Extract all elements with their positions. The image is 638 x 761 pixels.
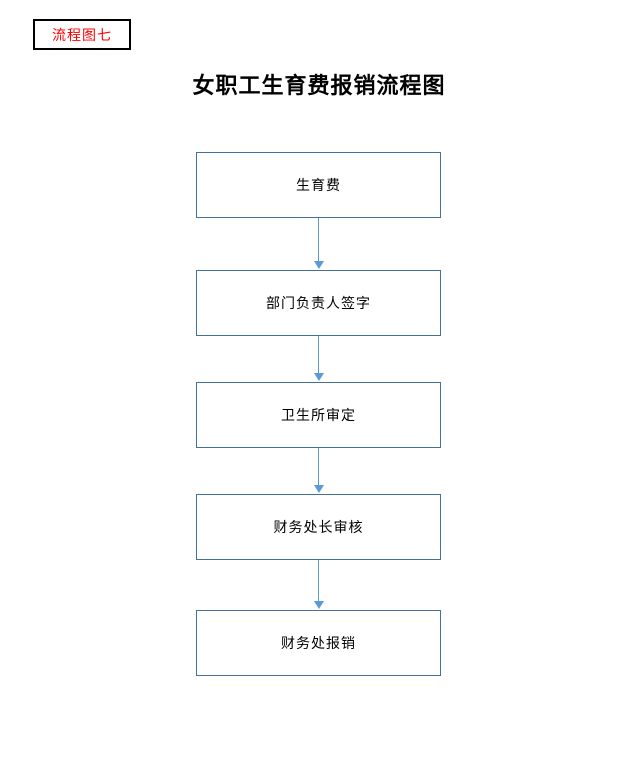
connector-line <box>317 448 320 485</box>
arrowhead-down-icon <box>313 601 324 609</box>
flow-node-health-clinic-review: 卫生所审定 <box>196 382 441 448</box>
flow-node-finance-reimbursement: 财务处报销 <box>196 610 441 676</box>
down-arrow-connector <box>313 448 324 493</box>
page-title: 女职工生育费报销流程图 <box>192 73 446 98</box>
down-arrow-connector <box>313 218 324 269</box>
flow-node-maternity-fee: 生育费 <box>196 152 441 218</box>
connector-line <box>317 218 320 261</box>
flowchart-number-badge: 流程图七 <box>33 19 131 50</box>
flow-node-department-head-signature: 部门负责人签字 <box>196 270 441 336</box>
arrowhead-down-icon <box>313 261 324 269</box>
arrowhead-down-icon <box>313 485 324 493</box>
arrowhead-down-icon <box>313 373 324 381</box>
connector-line <box>317 560 320 601</box>
connector-line <box>317 336 320 373</box>
down-arrow-connector <box>313 560 324 609</box>
flow-node-finance-director-review: 财务处长审核 <box>196 494 441 560</box>
down-arrow-connector <box>313 336 324 381</box>
